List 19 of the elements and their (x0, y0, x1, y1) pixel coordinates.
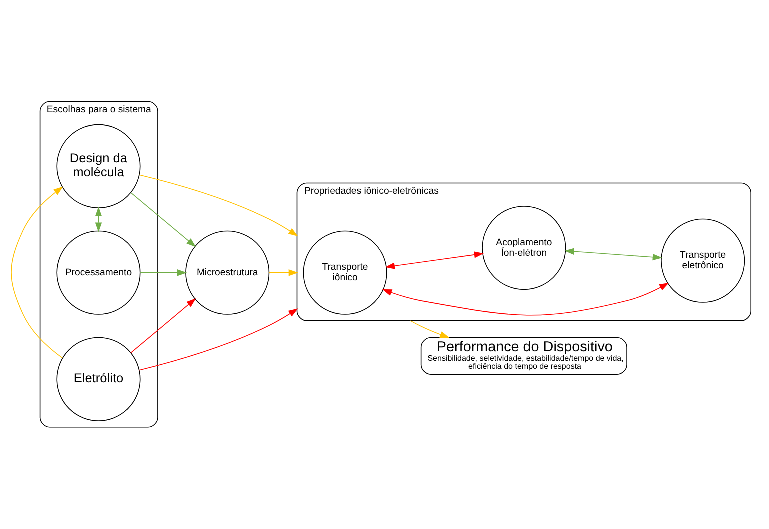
arrow (140, 270, 188, 276)
node-circle: Transporte eletrônico (661, 218, 746, 303)
arrow (139, 308, 298, 371)
arrow (130, 298, 196, 354)
arrow (268, 270, 298, 276)
arrow (95, 206, 102, 232)
arrow (564, 248, 662, 261)
arrow (410, 320, 450, 338)
node-circle: Design da molécula (56, 124, 141, 208)
node-circle: Eletrólito (56, 337, 141, 422)
arrow (385, 252, 484, 270)
arrow (382, 283, 670, 316)
node-circle: Acoplamento Íon-elétron (482, 206, 566, 290)
node-box: Performance do Dispositivo Sensibilidade, seletividade, estabilidade/tempo de vida, eficiência do tempo de resposta (420, 337, 628, 375)
arrow (139, 174, 298, 237)
node-circle: Transporte iônico (303, 230, 388, 315)
arrow (11, 186, 64, 359)
arrow (130, 192, 196, 248)
node-circle: Processamento (56, 230, 141, 315)
